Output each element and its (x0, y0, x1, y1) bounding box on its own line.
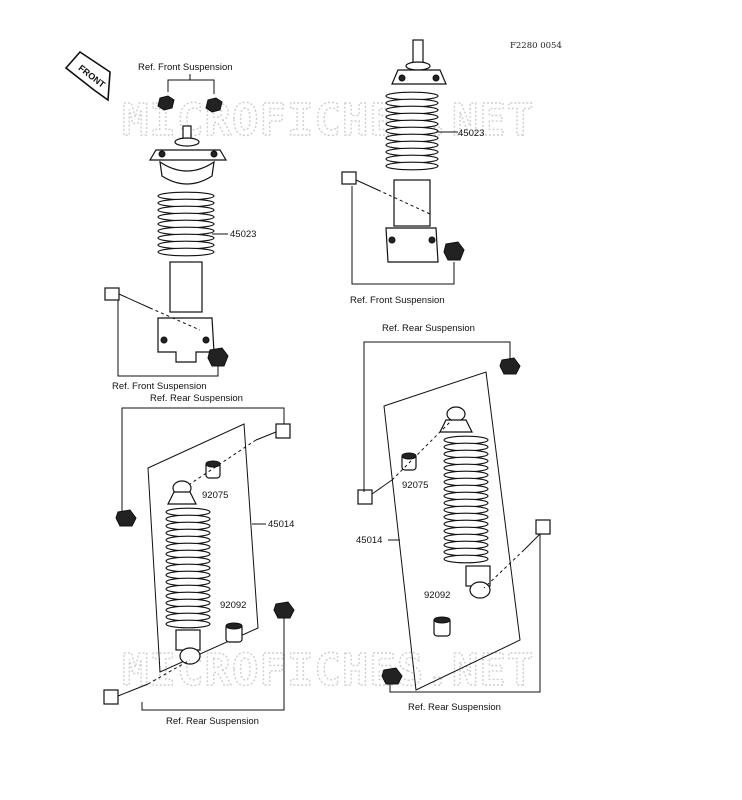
bushing-icon (205, 460, 221, 479)
bushing-icon (225, 622, 243, 643)
upper-bushing-part-number-1: 92075 (202, 490, 228, 501)
lower-bushing-part-number-1: 92092 (220, 600, 246, 611)
nut-icon (207, 347, 229, 367)
spring-coil (157, 247, 215, 257)
ref-front-suspension-label-2: Ref. Front Suspension (112, 381, 207, 392)
spring-coils-rear-right (443, 435, 489, 564)
spring-coil (385, 161, 439, 171)
ref-rear-suspension-label-3: Ref. Rear Suspension (382, 323, 475, 334)
front-shock-part-number-2: 45023 (458, 128, 484, 139)
ref-rear-suspension-label-1: Ref. Rear Suspension (150, 393, 243, 404)
upper-bushing-part-number-2: 92075 (402, 480, 428, 491)
rear-shock-part-number-1: 45014 (268, 519, 294, 530)
nut-icon (273, 601, 295, 619)
figure-code: F2280 0054 (510, 41, 562, 51)
nut-icon (115, 509, 137, 527)
rear-shock-left (103, 423, 295, 705)
front-shock-part-number-1: 45023 (230, 229, 256, 240)
nut-icon (443, 241, 465, 261)
rear-shock-right (357, 357, 551, 691)
bolt-icon (103, 659, 191, 705)
bushing-icon (401, 452, 417, 471)
front-arrow-icon: FRONT (64, 50, 111, 102)
bolt-icon (189, 423, 291, 485)
bolt-icon (357, 419, 453, 505)
ref-front-suspension-label-1: Ref. Front Suspension (138, 62, 233, 73)
spring-coils-front-right (385, 91, 439, 171)
ref-rear-suspension-label-2: Ref. Rear Suspension (166, 716, 259, 727)
rear-shock-part-number-2: 45014 (356, 535, 382, 546)
bolt-icon (104, 287, 201, 331)
spring-coils-rear-left (165, 507, 211, 629)
bushing-icon (433, 616, 451, 637)
nut-icon (381, 667, 403, 685)
spring-coil (443, 554, 489, 564)
nut-icon (499, 357, 521, 375)
lower-bushing-part-number-2: 92092 (424, 590, 450, 601)
ref-rear-suspension-label-4: Ref. Rear Suspension (408, 702, 501, 713)
spring-coils-front-left (157, 191, 215, 257)
nut-icon (157, 95, 223, 113)
front-shock-right (341, 39, 465, 263)
front-shock-left (104, 95, 229, 367)
ref-front-suspension-label-3: Ref. Front Suspension (350, 295, 445, 306)
spring-coil (165, 619, 211, 629)
bolt-icon (341, 171, 431, 215)
bolt-icon (483, 519, 551, 589)
